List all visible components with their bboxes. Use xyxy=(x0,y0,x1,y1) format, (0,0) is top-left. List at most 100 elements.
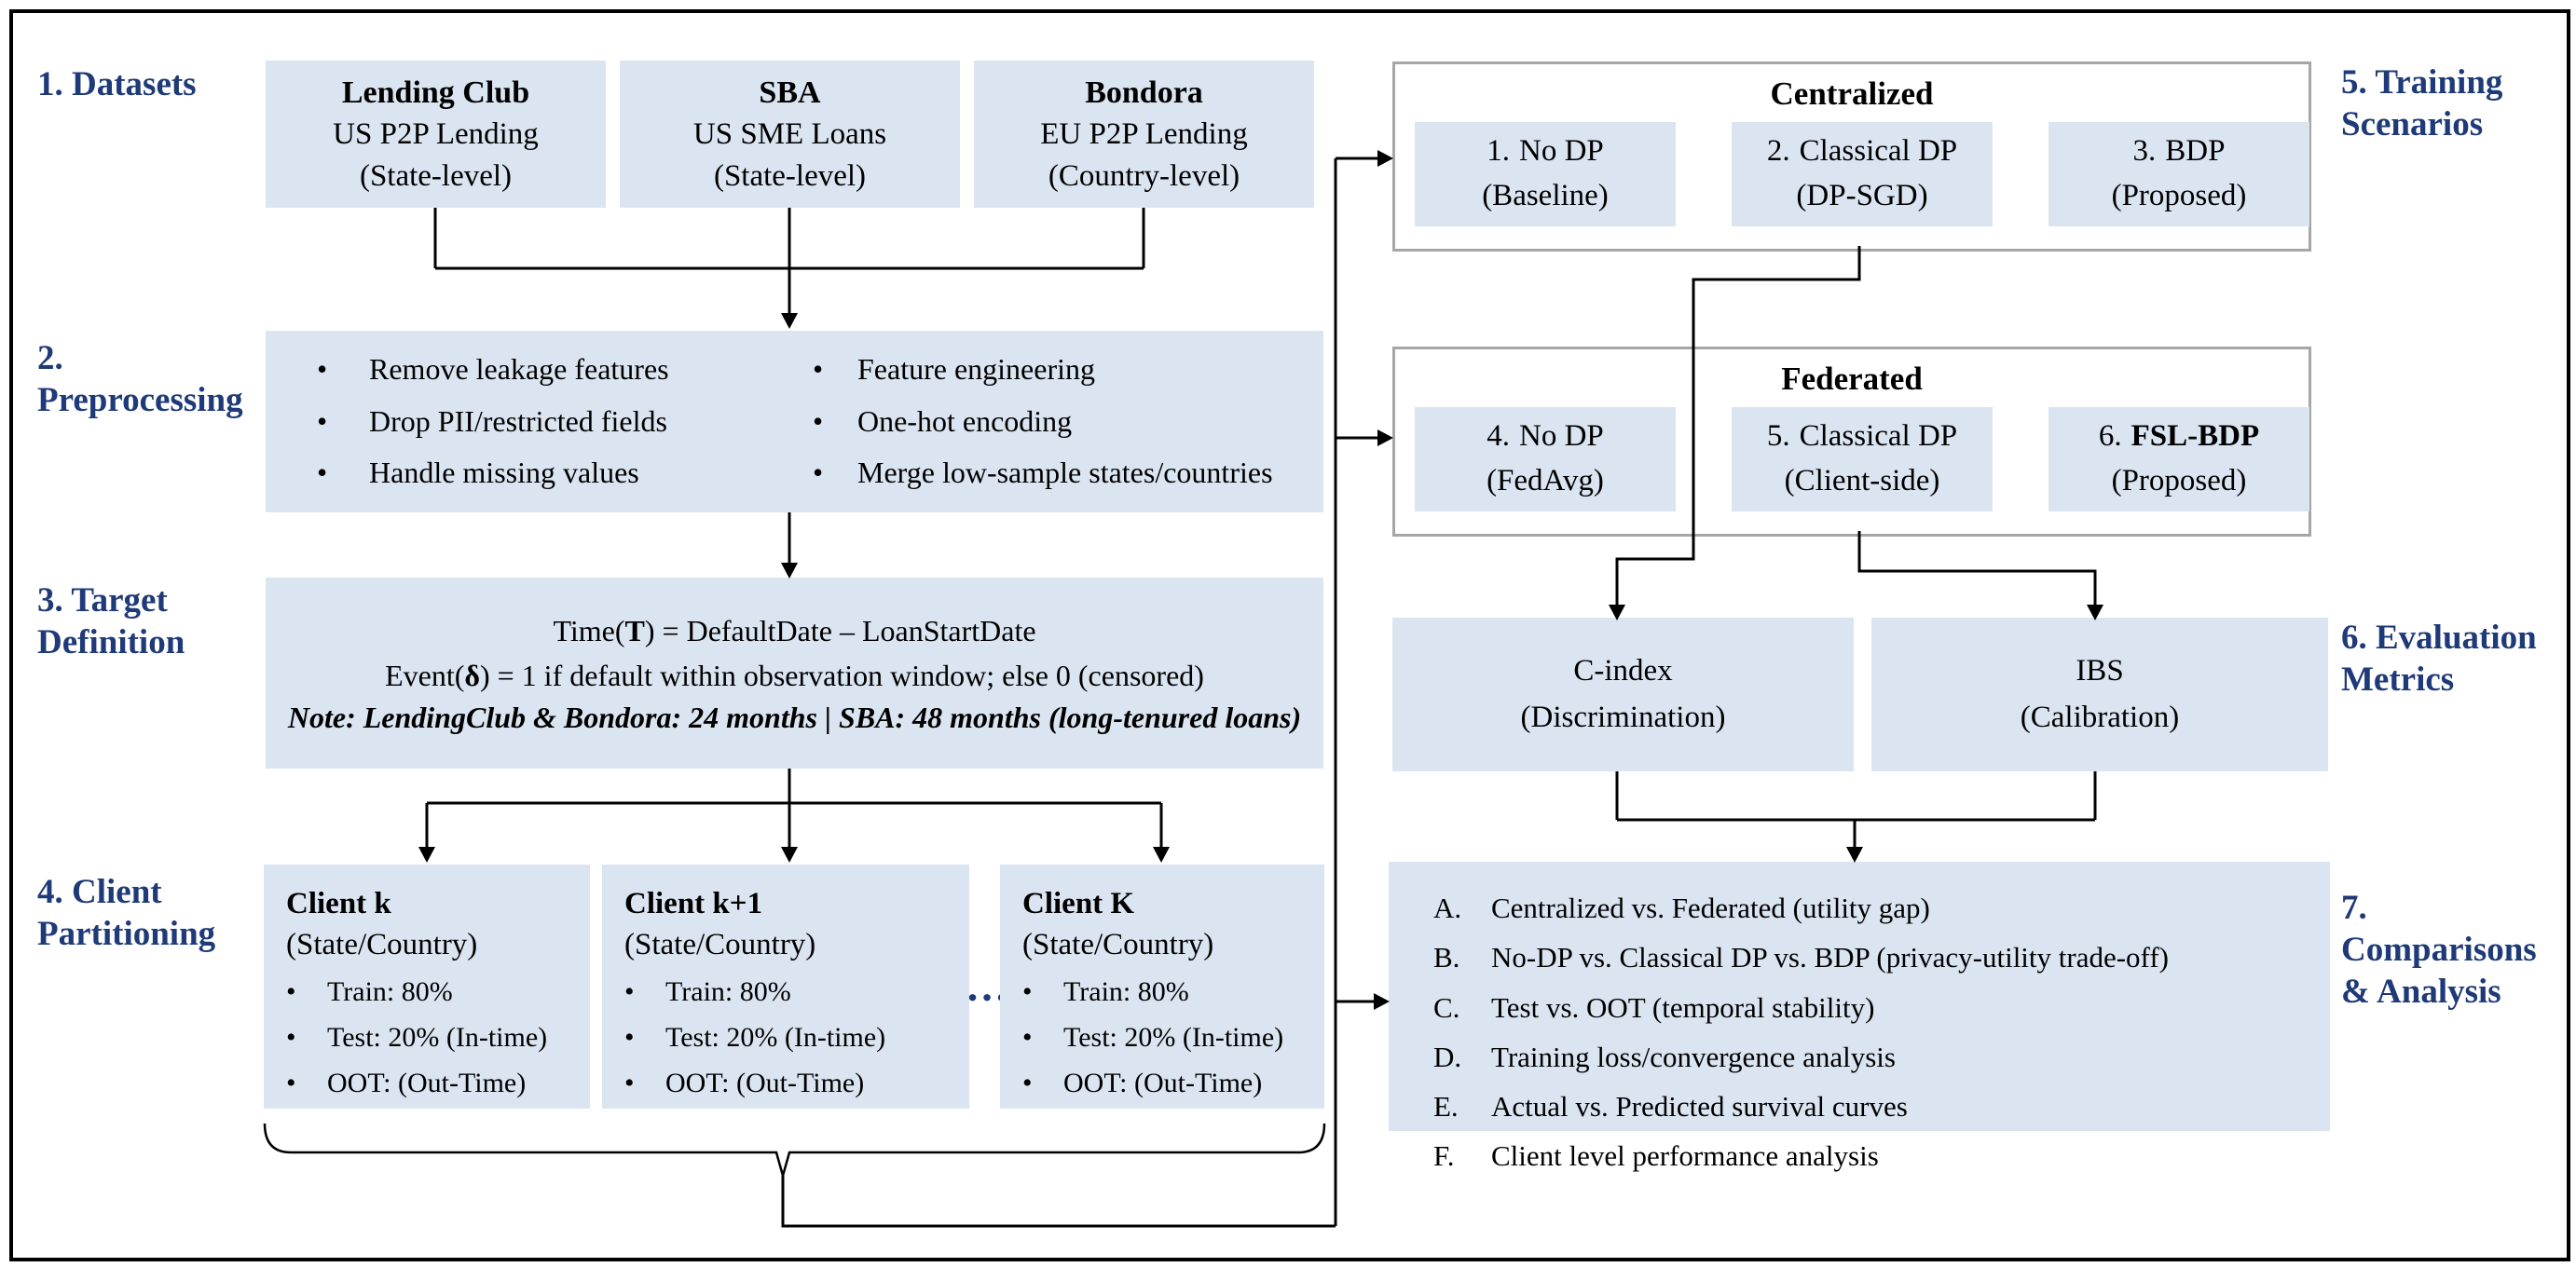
label-target-line1: 3. Target xyxy=(37,581,168,620)
label-clients-line2: Partitioning xyxy=(37,915,216,954)
comparison-item: D. Training loss/convergence analysis xyxy=(1433,1039,2311,1076)
client-bullet: •Train: 80% xyxy=(624,974,960,1010)
client-bullet: • Train: 80% xyxy=(1022,974,1315,1010)
preprocessing-item: One-hot encoding xyxy=(857,403,1073,438)
comparison-text: Actual vs. Predicted survival curves xyxy=(1491,1090,1908,1124)
comparison-letter: B. xyxy=(1433,941,1460,974)
centralized-title: Centralized xyxy=(1770,75,1934,112)
comparison-letter: C. xyxy=(1433,990,1460,1024)
scenario-number: 3. xyxy=(2132,134,2157,169)
label-preprocessing-line2: Preprocessing xyxy=(37,381,243,420)
client-title: Client k+1 xyxy=(624,887,763,920)
client-box-k-plus-1: Client k+1 (State/Country) •Train: 80% •… xyxy=(602,865,969,1109)
client-bullet-text: OOT: (Out-Time) xyxy=(665,1068,865,1099)
bullet-icon: • xyxy=(624,1022,635,1054)
label-evaluation-metrics: 6. Evaluation Metrics xyxy=(2341,617,2537,701)
comparison-text: Training loss/convergence analysis xyxy=(1491,1040,1896,1073)
label-comparisons-line3: & Analysis xyxy=(2341,973,2501,1012)
bullet-icon: • xyxy=(813,352,824,387)
client-bullet: • Test: 20% (In-time) xyxy=(624,1019,960,1056)
label-target-definition: 3. Target Definition xyxy=(37,579,185,663)
target-event-formula: Event(δ) = 1 if default within observati… xyxy=(385,653,1204,698)
client-subtitle: (State/Country) xyxy=(1022,927,1214,961)
bullet-icon: • xyxy=(1022,976,1033,1008)
client-title: Client K xyxy=(1022,887,1135,920)
client-bullet-text: OOT: (Out-Time) xyxy=(327,1068,527,1099)
scenario-name: BDP xyxy=(2165,134,2226,169)
scenario-subtitle: (Baseline) xyxy=(1482,179,1609,212)
comparisons-box: A.Centralized vs. Federated (utility gap… xyxy=(1389,862,2330,1172)
preprocessing-bullet: •Remove leakage features xyxy=(317,350,802,389)
target-event-pre: Event( xyxy=(385,658,465,692)
label-datasets: 1. Datasets xyxy=(37,63,197,105)
metric-title: C-index xyxy=(1573,654,1673,688)
scenario-number: 1. xyxy=(1487,134,1510,169)
federated-group-box: Federated 4.No DP (FedAvg) 5.Classical D… xyxy=(1392,347,2311,537)
comparison-text: No-DP vs. Classical DP vs. BDP (privacy-… xyxy=(1491,941,2169,974)
dataset-box-bondora: Bondora EU P2P Lending (Country-level) xyxy=(974,61,1314,208)
preprocessing-item: Handle missing values xyxy=(369,456,639,490)
label-evaluation-line1: 6. Evaluation xyxy=(2341,619,2537,657)
client-bullet-text: Train: 80% xyxy=(1063,976,1189,1008)
preprocessing-bullet: • One-hot encoding xyxy=(813,402,1323,442)
comparison-item: B. No-DP vs. Classical DP vs. BDP (privac… xyxy=(1433,939,2311,976)
comparison-item: E.Actual vs. Predicted survival curves xyxy=(1433,1088,2311,1125)
scenario-number: 5. xyxy=(1766,419,1790,454)
client-bullet: • Test: 20% (In-time) xyxy=(1022,1019,1315,1056)
client-bullet-text: Train: 80% xyxy=(665,976,791,1008)
client-bullet: •Train: 80% xyxy=(286,974,581,1010)
bullet-icon: • xyxy=(624,1068,635,1099)
label-client-partitioning: 4. Client Partitioning xyxy=(37,871,215,955)
scenario-name: No DP xyxy=(1518,134,1604,169)
target-time-post: ) = DefaultDate – LoanStartDate xyxy=(644,613,1036,647)
bullet-icon: • xyxy=(317,403,328,438)
dataset-line: US SME Loans xyxy=(692,117,887,152)
federated-title: Federated xyxy=(1781,361,1923,397)
comparison-text: Test vs. OOT (temporal stability) xyxy=(1491,990,1875,1024)
comparison-letter: F. xyxy=(1433,1139,1455,1173)
scenario-number: 2. xyxy=(1766,134,1790,169)
bullet-icon: • xyxy=(813,403,824,438)
comparison-letter: D. xyxy=(1433,1040,1462,1073)
scenario-name: Classical DP xyxy=(1799,419,1958,454)
comparison-text: Client level performance analysis xyxy=(1491,1139,1879,1173)
client-bullet: •OOT: (Out-Time) xyxy=(1022,1065,1315,1101)
label-preprocessing: 2. Preprocessing xyxy=(37,337,243,421)
scenario-subtitle: (Proposed) xyxy=(2111,464,2247,497)
metric-title: IBS xyxy=(2076,654,2124,688)
target-time-symbol: T xyxy=(624,613,645,647)
scenario-number: 4. xyxy=(1487,419,1510,454)
bullet-icon: • xyxy=(1022,1022,1033,1054)
client-title: Client k xyxy=(286,887,391,920)
target-time-formula: Time(T) = DefaultDate – LoanStartDate xyxy=(553,608,1035,653)
client-box-K: Client K (State/Country) • Train: 80% • Te… xyxy=(1000,865,1324,1109)
scenario-box-classical-dp-client-side: 5.Classical DP (Client-side) xyxy=(1732,407,1993,511)
metric-subtitle: (Discrimination) xyxy=(1520,700,1726,734)
label-training-line2: Scenarios xyxy=(2341,105,2484,144)
label-target-line2: Definition xyxy=(37,623,185,662)
preprocessing-box: •Remove leakage features • Drop PII/restr… xyxy=(266,331,1323,512)
label-evaluation-line2: Metrics xyxy=(2341,661,2455,700)
label-comparisons-line1: 7. xyxy=(2341,889,2367,927)
scenario-box-bdp-proposed: 3.BDP (Proposed) xyxy=(2048,122,2309,226)
comparison-item: A.Centralized vs. Federated (utility gap… xyxy=(1433,890,2311,927)
bullet-icon: • xyxy=(286,1022,296,1054)
target-event-post: ) = 1 if default within observation wind… xyxy=(479,658,1204,692)
preprocessing-bullet: • Drop PII/restricted fields xyxy=(317,402,802,442)
comparison-item: C. Test vs. OOT (temporal stability) xyxy=(1433,989,2311,1027)
scenario-name: Classical DP xyxy=(1799,134,1958,169)
dataset-box-lending-club: Lending Club US P2P Lending (State-level… xyxy=(266,61,606,208)
client-bullet: •OOT: (Out-Time) xyxy=(286,1065,581,1101)
preprocessing-item: Drop PII/restricted fields xyxy=(369,403,667,438)
dataset-box-sba: SBA US SME Loans (State-level) xyxy=(620,61,960,208)
client-bullet-text: Test: 20% (In-time) xyxy=(665,1022,886,1054)
label-comparisons-analysis: 7. Comparisons & Analysis xyxy=(2341,887,2537,1013)
bullet-icon: • xyxy=(317,456,328,490)
preprocessing-bullet: •Merge low-sample states/countries xyxy=(813,454,1323,493)
label-datasets-text: 1. Datasets xyxy=(37,65,197,103)
bullet-icon: • xyxy=(813,456,824,490)
scenario-number: 6. xyxy=(2098,419,2122,454)
client-bullet-text: Test: 20% (In-time) xyxy=(1063,1022,1284,1054)
scenario-subtitle: (DP-SGD) xyxy=(1796,179,1928,212)
